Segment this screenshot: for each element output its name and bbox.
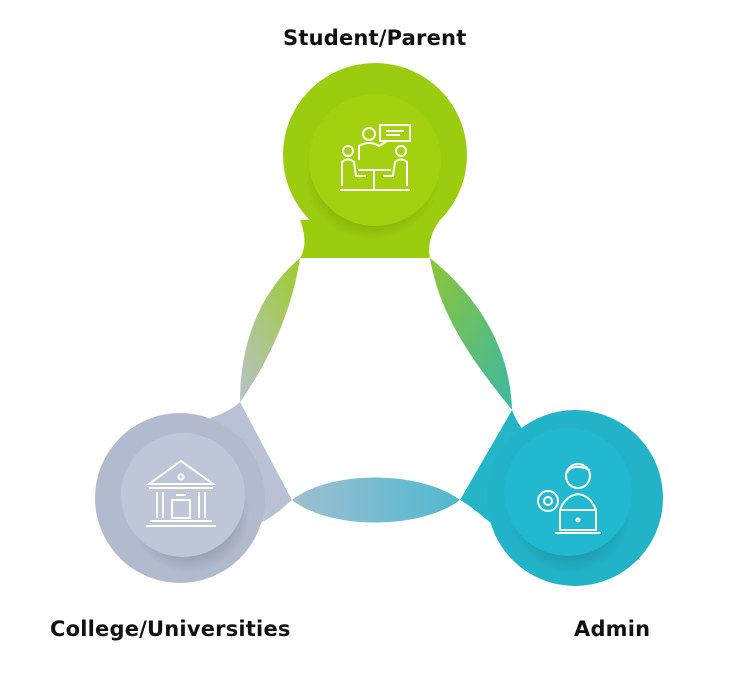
node-admin[interactable] bbox=[460, 410, 663, 586]
label-college-universities: College/Universities bbox=[50, 617, 291, 641]
university-building-icon bbox=[145, 459, 217, 527]
label-admin: Admin bbox=[574, 617, 651, 641]
node-student-parent[interactable] bbox=[283, 63, 467, 258]
node-college-universities[interactable] bbox=[95, 402, 292, 583]
connector-top-left bbox=[240, 258, 300, 402]
label-student-parent: Student/Parent bbox=[283, 26, 467, 50]
admin-laptop-gear-icon bbox=[537, 463, 601, 534]
meeting-presentation-icon bbox=[340, 124, 411, 191]
connector-bottom bbox=[292, 477, 460, 523]
connector-top-right bbox=[430, 258, 512, 410]
